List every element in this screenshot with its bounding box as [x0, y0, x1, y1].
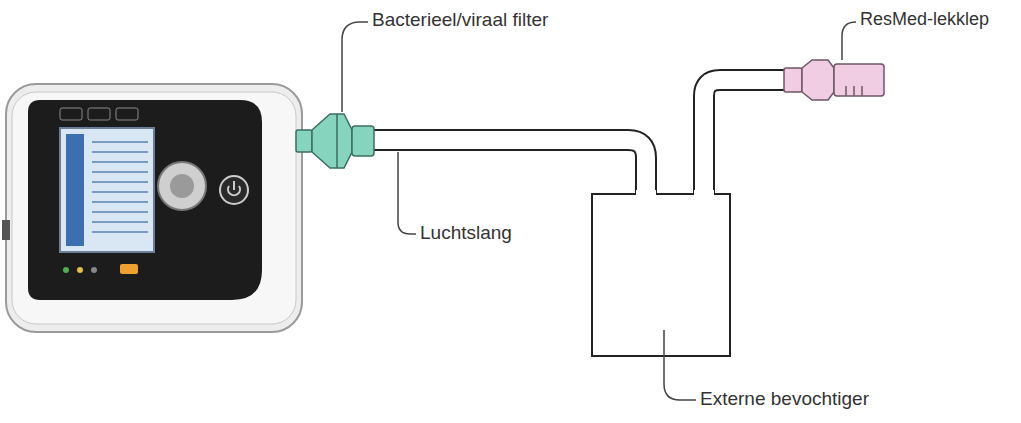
- part-label: Luchtslang: [420, 222, 512, 245]
- part-label: ResMed-lekklep: [860, 9, 989, 31]
- humidifier-box: [592, 194, 730, 356]
- part-label: Externe bevochtiger: [700, 388, 869, 411]
- air-tube: [370, 80, 790, 196]
- leader-line: [342, 22, 856, 400]
- part-label: Bacterieel/viraal filter: [372, 9, 548, 32]
- leak-valve-symbol: [784, 60, 884, 100]
- filter-symbol: [296, 114, 374, 168]
- ventilator-device: [2, 84, 302, 332]
